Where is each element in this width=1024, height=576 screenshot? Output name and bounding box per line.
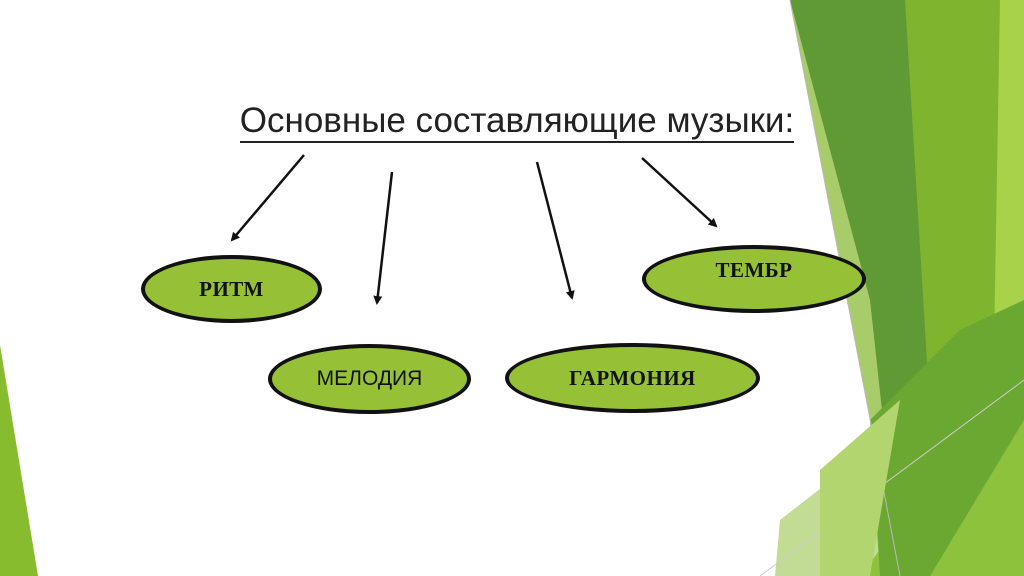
node-timbre-label: ТЕМБР	[715, 257, 793, 282]
node-melody: МЕЛОДИЯ	[268, 344, 471, 414]
slide-title-text: Основные составляющие музыки:	[239, 101, 795, 143]
arrow-to-rhythm	[230, 154, 305, 242]
lower-light-facet	[820, 400, 900, 576]
slide-title: Основные составляющие музыки:	[0, 100, 1024, 143]
arrow-to-timbre	[641, 157, 718, 228]
node-harmony-label: ГАРМОНИЯ	[569, 365, 696, 390]
node-timbre: ТЕМБР	[642, 245, 866, 313]
node-melody-label: МЕЛОДИЯ	[316, 367, 423, 390]
arrow-to-harmony	[535, 161, 575, 300]
node-rhythm: РИТМ	[141, 255, 322, 323]
thin-line-2	[759, 379, 1024, 576]
lower-mid-facet	[870, 300, 1024, 576]
node-rhythm-label: РИТМ	[199, 276, 264, 301]
node-harmony: ГАРМОНИЯ	[505, 343, 760, 413]
arrow-to-melody	[373, 171, 394, 305]
left-accent-strip	[0, 345, 38, 576]
